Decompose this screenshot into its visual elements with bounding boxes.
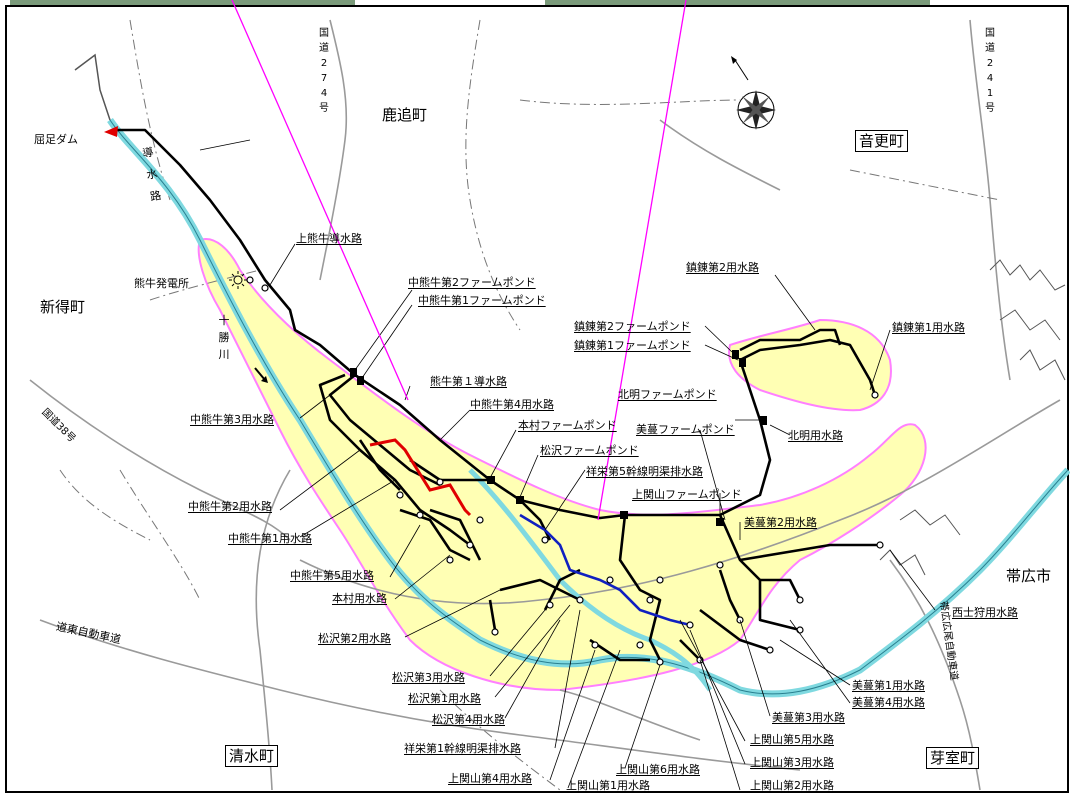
town-obihiro: 帯広市 xyxy=(1006,567,1052,585)
label-naka-fp1: 中熊牛第1ファームポンド xyxy=(418,294,546,307)
dam-label: 屈足ダム xyxy=(34,133,78,146)
label-shoei1: 祥栄第1幹線明渠排水路 xyxy=(404,742,521,755)
label-motomura-fp: 本村ファームポンド xyxy=(518,419,617,432)
label-kamisekiyama1: 上関山第1用水路 xyxy=(566,779,650,792)
label-kamikumaushi-dosuiro: 上熊牛導水路 xyxy=(296,232,362,245)
canals xyxy=(112,128,880,662)
top-bar-left xyxy=(10,0,355,5)
label-bibai-yosui4: 美蔓第4用水路 xyxy=(852,696,925,709)
power-plant-label: 熊牛発電所 xyxy=(134,277,189,290)
label-nishishikari: 西士狩用水路 xyxy=(952,606,1018,619)
urban-blocks xyxy=(879,259,1066,576)
label-kamisekiyama5: 上関山第5用水路 xyxy=(750,733,834,746)
road-241: 国道241号 xyxy=(985,28,995,114)
label-kamisekiyama2: 上関山第2用水路 xyxy=(750,779,834,792)
town-otofuke: 音更町 xyxy=(855,130,909,152)
red-canal xyxy=(369,438,472,517)
label-matsuzawa-fp: 松沢ファームポンド xyxy=(540,444,639,457)
label-hokumei-yosui: 北明用水路 xyxy=(788,429,843,442)
river-tokachi: 十勝川 xyxy=(218,314,230,361)
compass-icon xyxy=(731,56,776,130)
top-bar-right xyxy=(545,0,930,5)
leader-lines xyxy=(199,139,936,791)
label-naka-yosui5: 中熊牛第5用水路 xyxy=(290,569,374,582)
label-matsuzawa-yosui3: 松沢第3用水路 xyxy=(392,671,465,684)
label-kumaushi-dosuiro1: 熊牛第１導水路 xyxy=(430,375,507,388)
label-bibai-yosui3: 美蔓第3用水路 xyxy=(772,711,845,724)
label-bibai-fp: 美蔓ファームポンド xyxy=(636,423,735,436)
dam-icon xyxy=(104,126,118,137)
label-naka-yosui3: 中熊牛第3用水路 xyxy=(190,413,274,426)
label-bibai-yosui2: 美蔓第2用水路 xyxy=(744,516,817,529)
town-shimizu: 清水町 xyxy=(225,745,279,767)
label-kamisekiyama3: 上関山第3用水路 xyxy=(750,756,834,769)
tributary xyxy=(468,468,713,692)
label-chinren-fp2: 鎮錬第2ファームポンド xyxy=(574,320,691,333)
label-bibai-yosui1: 美蔓第1用水路 xyxy=(852,679,925,692)
label-motomura-yosui: 本村用水路 xyxy=(332,592,387,605)
map-frame xyxy=(5,5,1069,793)
town-shintoku: 新得町 xyxy=(40,298,86,316)
label-kamisekiyama-fp: 上関山ファームポンド xyxy=(632,488,742,501)
town-shikaoi: 鹿追町 xyxy=(382,106,428,124)
label-chinren-yosui2: 鎮錬第2用水路 xyxy=(686,261,759,274)
flow-arrow-icon xyxy=(254,367,266,381)
power-plant-icon xyxy=(229,271,247,289)
road-274: 国道274号 xyxy=(319,28,329,114)
town-memuro: 芽室町 xyxy=(926,747,980,769)
label-naka-yosui1: 中熊牛第1用水路 xyxy=(228,532,312,545)
label-chinren-fp1: 鎮錬第1ファームポンド xyxy=(574,339,691,352)
label-kamisekiyama6: 上関山第6用水路 xyxy=(616,763,700,776)
label-matsuzawa-yosui4: 松沢第4用水路 xyxy=(432,713,505,726)
label-naka-yosui2: 中熊牛第2用水路 xyxy=(188,500,272,513)
label-chinren-yosui1: 鎮錬第1用水路 xyxy=(892,321,965,334)
farm-ponds xyxy=(350,350,767,526)
label-matsuzawa-yosui2: 松沢第2用水路 xyxy=(318,632,391,645)
nodes xyxy=(246,276,884,666)
label-hokumei-fp: 北明ファームポンド xyxy=(618,388,717,401)
upper-river xyxy=(74,53,111,121)
irrigated-area-east xyxy=(728,318,892,412)
blue-canal xyxy=(519,513,691,627)
label-matsuzawa-yosui1: 松沢第1用水路 xyxy=(408,692,481,705)
label-naka-fp2: 中熊牛第2ファームポンド xyxy=(408,276,536,289)
label-shoei5: 祥栄第5幹線明渠排水路 xyxy=(586,465,703,478)
callout-lines xyxy=(231,0,687,521)
label-kamisekiyama4: 上関山第4用水路 xyxy=(448,772,532,785)
label-naka-yosui4: 中熊牛第4用水路 xyxy=(470,398,554,411)
